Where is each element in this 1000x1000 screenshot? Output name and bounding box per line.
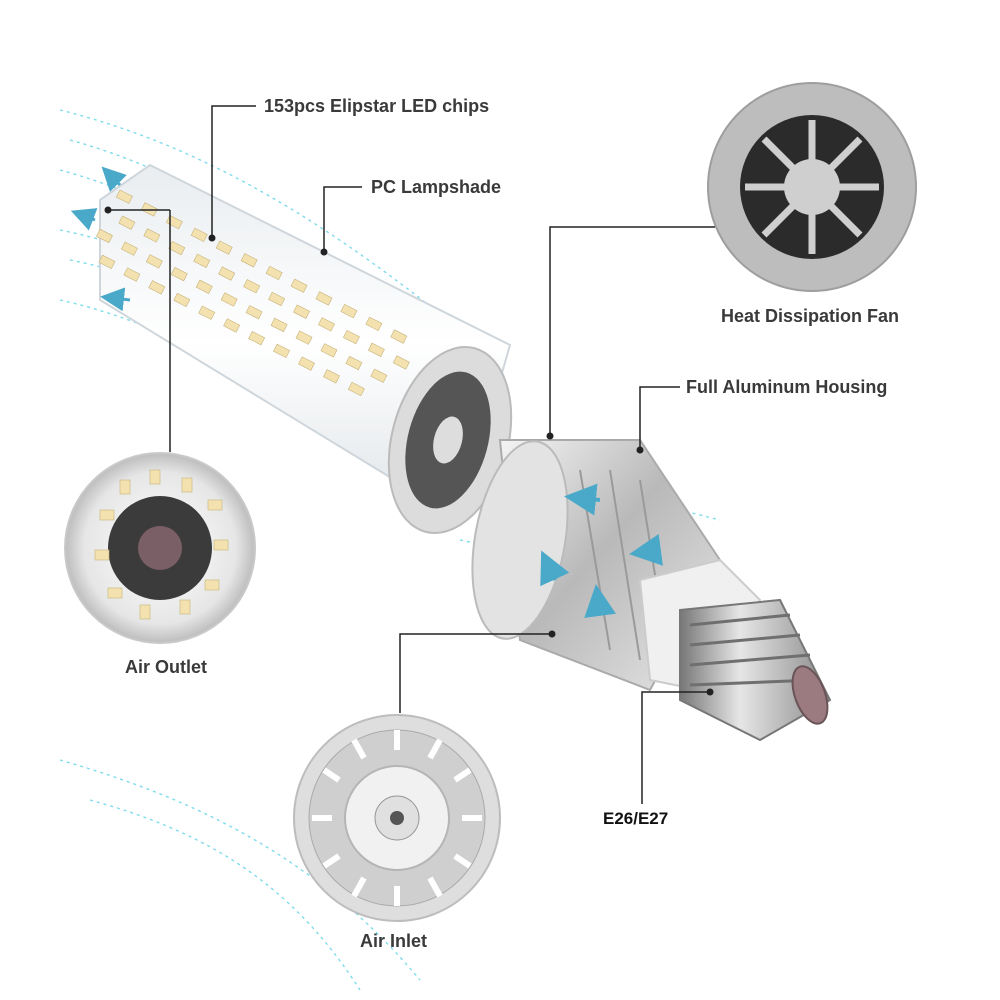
label-air-outlet: Air Outlet xyxy=(125,657,208,677)
air-outlet-disc xyxy=(64,452,256,644)
label-led-chips: 153pcs Elipstar LED chips xyxy=(264,96,490,116)
label-base-type: E26/E27 xyxy=(603,809,669,828)
screw-base xyxy=(638,558,832,742)
label-lampshade: PC Lampshade xyxy=(371,177,502,197)
leader-lines xyxy=(108,105,715,804)
label-heat-dissipation-fan: Heat Dissipation Fan xyxy=(721,306,900,326)
air-inlet-disc xyxy=(293,714,501,922)
fan-disc xyxy=(707,82,917,292)
label-aluminum-housing: Full Aluminum Housing xyxy=(686,377,888,397)
label-air-inlet: Air Inlet xyxy=(360,931,428,951)
leader-dots xyxy=(104,206,714,696)
corn-bulb xyxy=(70,163,513,534)
